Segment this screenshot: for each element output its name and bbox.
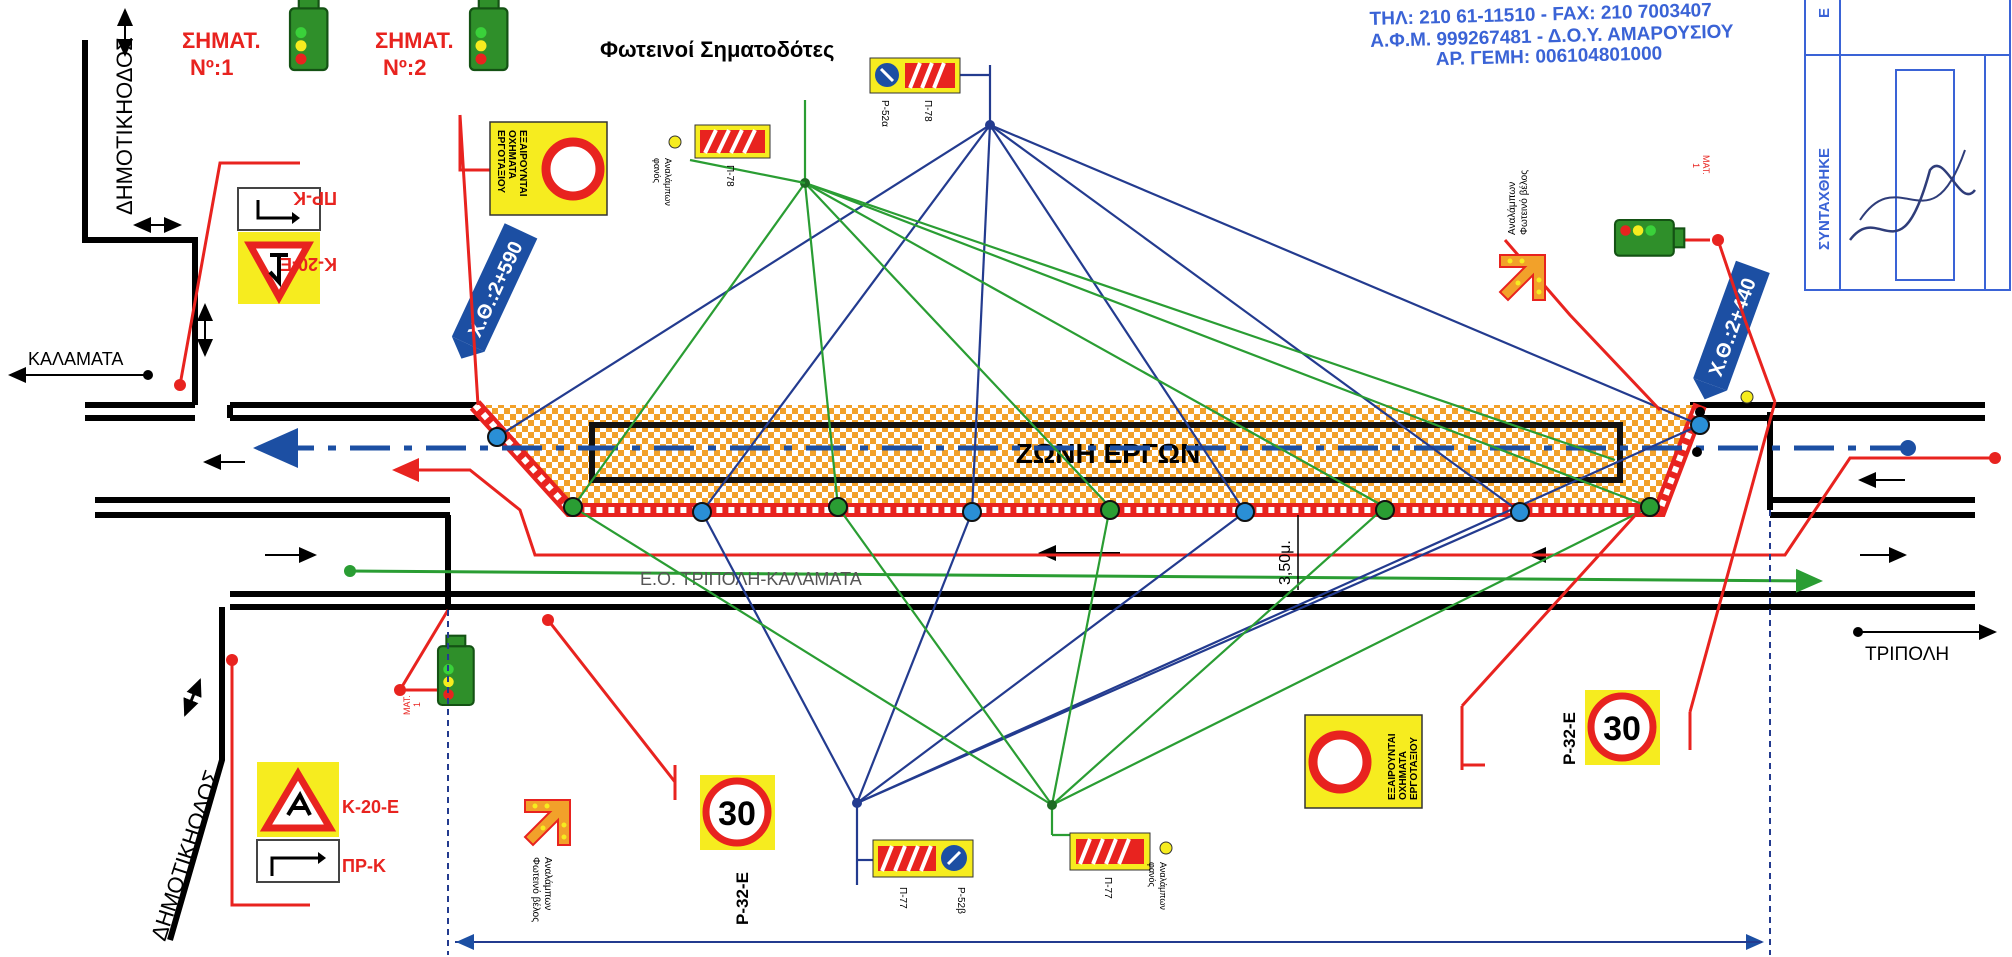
width-label: 3,50μ.	[1277, 540, 1294, 585]
small-lamp-icon	[1740, 390, 1754, 404]
work-zone: ΖΩΝΗ ΕΡΓΩΝ	[469, 400, 1707, 517]
chainage-right: Χ.Θ.:2+440	[1693, 260, 1770, 400]
sign-p77-lamp: Π-77 Αναλάμπων φανός	[1052, 832, 1173, 910]
excluded-top-line2: ΟΧΗΜΑΤΑ	[506, 130, 517, 179]
kalamata-marker	[143, 370, 153, 380]
sign-p78-top-left: Π-78 Αναλάμπων φανός	[652, 124, 806, 206]
sig-small-left-line1: ΜΑΤ.	[402, 695, 412, 715]
round-stamp	[1895, 69, 1955, 281]
p52b-label: Ρ-52β	[955, 887, 966, 914]
flash-lamp-bottom-line2: φανός	[1147, 862, 1157, 888]
p78-left-label: Π-78	[724, 165, 735, 187]
flash-arrow-right-line1: Αναλάμπων	[1506, 182, 1518, 235]
p77-b-label: Π-77	[1102, 877, 1113, 899]
side-road-bottom-label: ΔΗΜΟΤΙΚΗΟΔΟΣ	[146, 767, 225, 944]
flash-arrow-left-line2: Φωτεινό βέλος	[530, 857, 542, 922]
sign-k20-top: Κ-20-Ε	[238, 232, 337, 305]
company-stamp: ΤΗΛ: 210 61-11510 - FAX: 210 7003407 Α.Φ…	[1369, 0, 1734, 70]
signal1-label-line2: Νº:1	[190, 55, 233, 80]
p77-a-label: Π-77	[897, 887, 908, 909]
p52a-label: Ρ-52α	[879, 100, 890, 127]
wiring-lines	[496, 65, 1701, 885]
main-road-label: Ε.Ο. ΤΡΙΠΟΛΗ-ΚΑΛΑΜΑΤΑ	[640, 569, 862, 589]
road-network	[82, 40, 1985, 941]
flash-lamp-top-line1: Αναλάμπων	[663, 158, 673, 206]
green-route-line	[349, 568, 1823, 593]
flash-lamp-bottom-line1: Αναλάμπων	[1158, 862, 1168, 910]
work-zone-box	[589, 422, 1623, 483]
sign-turn-top: ΠΡ-Κ	[237, 187, 337, 231]
k20-bottom-label: Κ-20-Ε	[342, 797, 399, 817]
tripoli-marker	[1853, 627, 1863, 637]
red-post-dots	[174, 234, 1724, 696]
title-block-letter: Ε	[1816, 8, 1833, 18]
flash-lamp-top-line2: φανός	[652, 158, 662, 184]
signature	[1849, 164, 1976, 241]
traffic-light-icon	[436, 634, 475, 707]
sig-small-left-line2: 1	[412, 702, 422, 707]
sign-speed-limit-right: 30 Ρ-32-Ε	[1560, 690, 1660, 765]
signal-legend-2: ΣΗΜΑΤ. Νº:2	[375, 0, 509, 80]
speed-limit-right-value: 30	[1603, 710, 1641, 748]
signal1-label-line1: ΣΗΜΑΤ.	[182, 28, 261, 53]
sig-small-right-line2: 1	[1691, 163, 1701, 168]
sign-p52a-top: Ρ-52α Π-78	[869, 57, 990, 127]
sign-p77-p52b: Π-77 Ρ-52β	[857, 839, 974, 914]
speed-limit-left-value: 30	[718, 795, 756, 833]
signal2-label-line1: ΣΗΜΑΤ.	[375, 28, 454, 53]
prk-top-label: ΠΡ-Κ	[293, 188, 337, 208]
work-zone-label: ΖΩΝΗ ΕΡΓΩΝ	[1016, 438, 1201, 469]
node-dot	[1692, 447, 1702, 457]
zone-lamp-nodes	[487, 415, 1710, 522]
excluded-top-line1: ΕΞΑΙΡΟΥΝΤΑΙ	[517, 130, 528, 197]
sign-speed-limit-left: 30 Ρ-32-Ε	[700, 775, 775, 925]
sign-no-entry-top: ΕΞΑΙΡΟΥΝΤΑΙ ΟΧΗΜΑΤΑ ΕΡΓΟΤΑΞΙΟΥ	[489, 121, 608, 216]
prk-bottom-label: ΠΡ-Κ	[342, 856, 386, 876]
excluded-bottom-line2: ΟΧΗΜΑΤΑ	[1398, 751, 1409, 800]
p78-top-label: Π-78	[922, 100, 933, 122]
side-road-top-label: ΔΗΜΟΤΙΚΗΟΔΟΣ	[112, 37, 137, 215]
signal2-label-line2: Νº:2	[383, 55, 426, 80]
sign-turn-bottom: ΠΡ-Κ	[256, 839, 386, 883]
traffic-light-icon	[468, 0, 509, 72]
flash-arrow-right-line2: Φωτεινό βέλος	[1518, 170, 1530, 235]
k20-top-label: Κ-20-Ε	[280, 254, 337, 274]
red-detour	[392, 456, 1995, 557]
p32-left-label: Ρ-32-Ε	[733, 872, 752, 925]
flash-arrow-left: Αναλάμπων Φωτεινό βέλος	[523, 799, 571, 922]
green-route-start	[344, 565, 356, 577]
sign-no-entry-bottom: ΕΞΑΙΡΟΥΝΤΑΙ ΟΧΗΜΑΤΑ ΕΡΓΟΤΑΞΙΟΥ	[1304, 714, 1423, 809]
sign-k20-bottom: Κ-20-Ε	[257, 762, 399, 837]
flash-arrow-left-line1: Αναλάμπων	[542, 857, 554, 910]
flash-arrow-right: Αναλάμπων Φωτεινό βέλος	[1498, 170, 1546, 302]
blue-line-start	[1900, 440, 1916, 456]
chainage-left: Χ.Θ.:2+590	[451, 223, 538, 359]
excluded-top-line3: ΕΡΓΟΤΑΞΙΟΥ	[495, 130, 506, 193]
sig-small-right-line1: ΜΑΤ.	[1701, 155, 1711, 175]
wiring-hubs	[800, 120, 1057, 810]
title-block-label: ΣΥΝΤΑΧΘΗΚΕ	[1816, 148, 1833, 250]
p32-right-label: Ρ-32-Ε	[1560, 712, 1579, 765]
traffic-light-icon	[288, 0, 329, 72]
tripoli-label: ΤΡΙΠΟΛΗ	[1865, 644, 1949, 665]
node-dot	[1695, 407, 1705, 417]
red-line-start	[1989, 452, 2001, 464]
traffic-light-icon	[1613, 218, 1686, 257]
red-sign-posts	[178, 114, 1777, 907]
signal-legend-1: ΣΗΜΑΤ. Νº:1	[182, 0, 329, 80]
title-block: ΣΥΝΤΑΧΘΗΚΕ Ε	[1804, 0, 2011, 291]
excluded-bottom-line1: ΕΞΑΙΡΟΥΝΤΑΙ	[1387, 733, 1398, 800]
diagram-title: Φωτεινοί Σηματοδότες	[600, 37, 834, 62]
zone-length-dimension	[447, 510, 1771, 955]
kalamata-label: ΚΑΛΑΜΑΤΑ	[28, 349, 123, 369]
excluded-bottom-line3: ΕΡΓΟΤΑΞΙΟΥ	[1409, 737, 1420, 800]
